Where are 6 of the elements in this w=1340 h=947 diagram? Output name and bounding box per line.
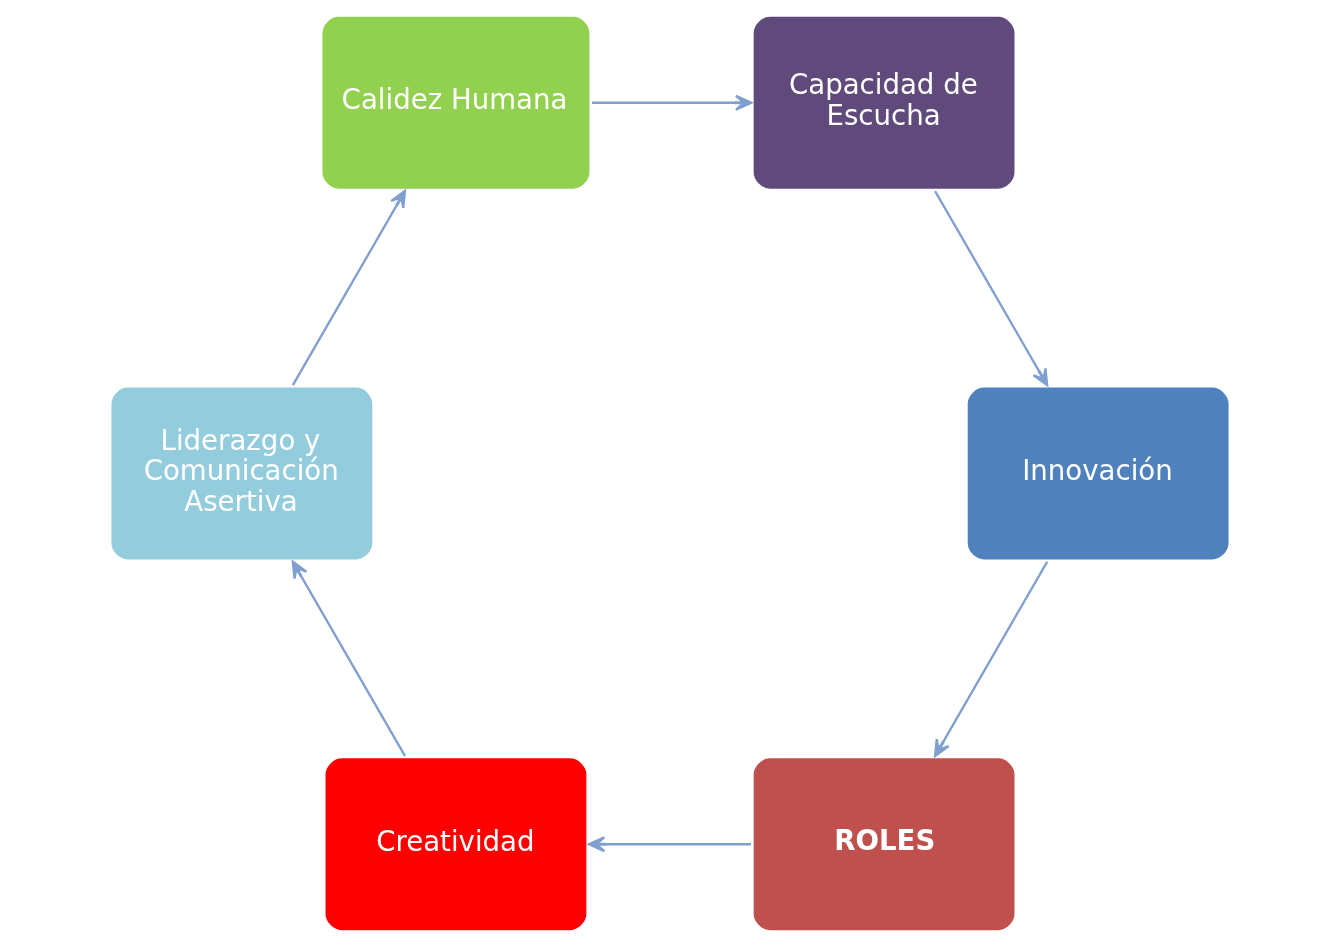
arrow — [934, 190, 1049, 387]
arrow — [592, 94, 753, 111]
arrow — [587, 836, 751, 853]
arrow — [933, 561, 1049, 758]
arrow — [291, 560, 406, 757]
arrow — [291, 189, 407, 386]
